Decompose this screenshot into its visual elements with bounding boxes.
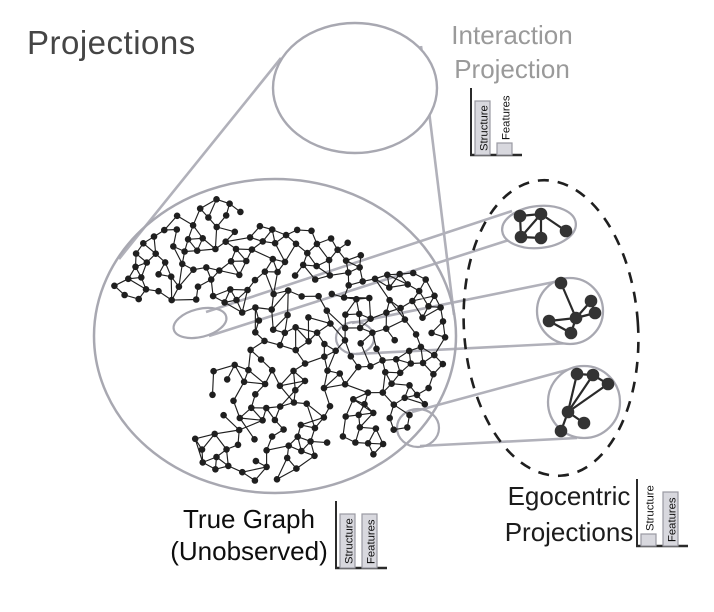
bar-features bbox=[496, 142, 513, 156]
interaction-projection-circle bbox=[271, 21, 439, 155]
egocentric-networks bbox=[513, 207, 615, 438]
neighborhood-ellipse-3 bbox=[395, 407, 441, 449]
true-graph-structure-features-chart: Structure Features bbox=[335, 501, 387, 570]
bar-label-features: Features bbox=[501, 95, 513, 140]
egocentric-network-3 bbox=[554, 367, 615, 438]
neighborhood-ellipse-1 bbox=[172, 306, 228, 340]
true-graph-structure-features-chart-icon: Structure Features bbox=[331, 499, 389, 573]
interaction-projection-label: Interaction Projection bbox=[437, 18, 587, 86]
egocentric-group-dashed-ellipse bbox=[462, 178, 640, 478]
neighborhood-ellipse-2 bbox=[334, 320, 376, 356]
bar-features bbox=[662, 491, 679, 547]
egocentric-network-1 bbox=[513, 207, 573, 245]
bar-structure bbox=[474, 100, 491, 156]
bar-label-structure: Structure bbox=[479, 105, 491, 151]
bar-structure bbox=[640, 533, 657, 547]
true-graph-label-line1: True Graph bbox=[183, 504, 315, 534]
interaction-structure-features-chart-icon: Structure Features bbox=[466, 86, 524, 160]
egocentric-circle-2 bbox=[535, 276, 605, 346]
true-graph-network bbox=[111, 196, 449, 484]
egocentric-network-2 bbox=[542, 276, 602, 340]
egocentric-structure-features-chart-icon: Structure Features bbox=[632, 477, 690, 551]
egocentric-structure-features-chart: Structure Features bbox=[636, 479, 688, 548]
egocentric-label-line1: Egocentric bbox=[507, 481, 631, 511]
interaction-label-line1: Interaction bbox=[451, 20, 573, 50]
egocentric-label-line2: Projections bbox=[504, 517, 634, 547]
interaction-label-line2: Projection bbox=[454, 54, 570, 84]
interaction-structure-features-chart: Structure Features bbox=[470, 88, 522, 157]
bar-label-features: Features bbox=[667, 497, 679, 542]
true-graph-label: True Graph (Unobserved) bbox=[158, 503, 340, 567]
bar-label-features: Features bbox=[366, 519, 378, 564]
bar-structure bbox=[339, 513, 356, 569]
bar-label-structure: Structure bbox=[645, 485, 657, 531]
true-graph-ellipse bbox=[92, 177, 458, 495]
bar-label-structure: Structure bbox=[344, 518, 356, 564]
true-graph-label-line2: (Unobserved) bbox=[170, 536, 328, 566]
egocentric-projections-label: Egocentric Projections bbox=[488, 478, 650, 550]
page-title: Projections bbox=[27, 24, 196, 61]
bar-features bbox=[361, 513, 378, 569]
